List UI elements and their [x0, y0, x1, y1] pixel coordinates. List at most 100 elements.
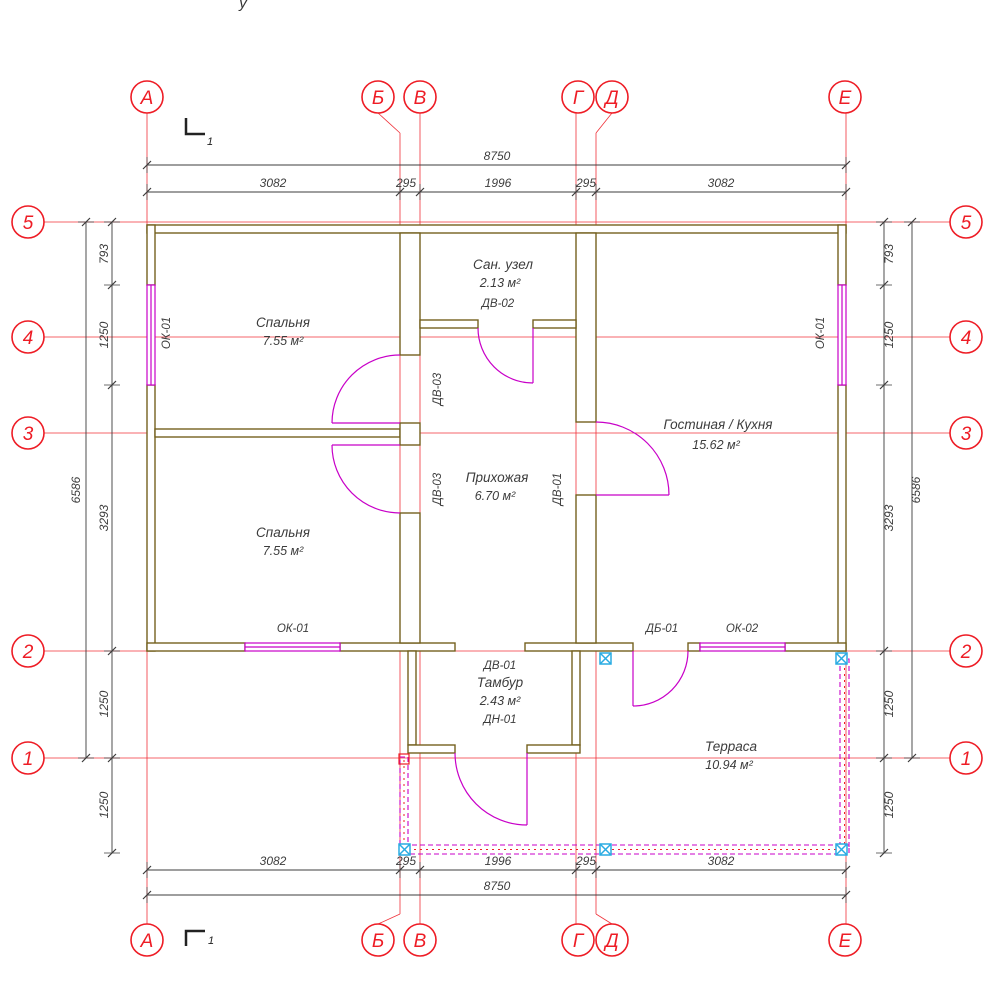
label-db01: ДБ-01	[644, 623, 678, 635]
room-hallway-name: Прихожая	[466, 470, 529, 485]
dim-width-seg-bottom: 295	[575, 854, 596, 868]
dimension-lines	[78, 157, 920, 903]
post-x	[835, 843, 848, 856]
windows	[146, 284, 847, 652]
dim-height-seg-left: 1250	[97, 791, 111, 818]
door-dv03-lower-swing	[331, 444, 401, 514]
wall-exterior-bottom	[339, 642, 456, 652]
axis-bubble-3-left	[11, 416, 45, 450]
axis-label: 4	[961, 328, 972, 349]
column-post	[599, 652, 612, 665]
wall-interior-hall-right	[575, 232, 597, 423]
door-db01-swing	[632, 650, 689, 707]
axis-bubble-1-right	[949, 741, 983, 775]
axis-bubble-d-bottom	[595, 923, 629, 957]
dim-height-seg-right: 793	[882, 244, 896, 264]
axis-label: Е	[839, 88, 852, 109]
grid-horizontal-lines	[44, 221, 950, 759]
room-bedroom-bottom-name: Спальня	[256, 525, 310, 540]
room-bedroom-top-area: 7.55 м²	[263, 334, 304, 348]
axis-label: 1	[961, 749, 972, 770]
label-ok01-bottom: ОК-01	[277, 623, 309, 635]
wall-exterior-right	[837, 224, 847, 286]
axis-label: 2	[960, 642, 972, 663]
room-bedroom-bottom-area: 7.55 м²	[263, 544, 304, 558]
wall-exterior-right	[837, 384, 847, 652]
dimension-labels: 8750 3082 295 1996 295 3082 3082 295 199…	[69, 149, 923, 893]
axis-label: Б	[372, 931, 384, 952]
axis-bubble-4-right	[949, 320, 983, 354]
cropped-title-fragment: у	[238, 0, 248, 12]
dim-overall-width-bottom: 8750	[484, 879, 511, 893]
wall-interior-hall-left	[399, 512, 421, 644]
wall-tambour-right	[571, 650, 581, 746]
dim-height-seg-right: 1250	[882, 791, 896, 818]
wall-tambour-bottom	[407, 744, 456, 754]
room-sanuzel-name: Сан. узел	[473, 257, 533, 272]
axis-bubble-e-top	[828, 80, 862, 114]
room-hallway-area: 6.70 м²	[475, 489, 516, 503]
dim-width-seg-bottom: 295	[395, 854, 416, 868]
wall-exterior-bottom	[146, 642, 246, 652]
dim-width-seg: 3082	[708, 176, 735, 190]
door-dn01-swing	[454, 752, 528, 826]
dim-width-seg-bottom: 1996	[485, 854, 512, 868]
axis-label: 3	[961, 424, 972, 445]
post-x	[599, 843, 612, 856]
room-living-name: Гостиная / Кухня	[664, 417, 773, 432]
label-dv01-wall: ДВ-01	[552, 473, 564, 507]
axis-bubble-e-bottom	[828, 923, 862, 957]
section-mark-top-label: 1	[207, 136, 213, 148]
axis-label: Д	[603, 931, 618, 952]
label-dv02: ДВ-02	[480, 298, 515, 310]
dim-height-seg-left: 1250	[97, 321, 111, 348]
axis-bubble-d-top	[595, 80, 629, 114]
axis-bubble-1-left	[11, 741, 45, 775]
axis-label: 5	[961, 213, 972, 234]
axis-label: 2	[22, 642, 34, 663]
axis-bubble-5-right	[949, 205, 983, 239]
grid-connector-lines	[377, 112, 613, 925]
axis-bubble-v-top	[403, 80, 437, 114]
dim-width-seg-bottom: 3082	[260, 854, 287, 868]
wall-exterior-left	[146, 224, 156, 286]
grid-vertical-lines	[146, 113, 847, 924]
terrace-boundary	[398, 658, 850, 855]
axis-bubble-2-right	[949, 634, 983, 668]
axis-label: В	[414, 88, 427, 109]
wall-sanuzel-bottom	[419, 319, 479, 329]
room-tambour-area: 2.43 м²	[479, 694, 521, 708]
wall-exterior-bottom	[524, 642, 634, 652]
dim-height-seg-right: 3293	[882, 504, 896, 531]
axis-bubble-a-bottom	[130, 923, 164, 957]
label-dv03-upper: ДВ-03	[432, 372, 444, 407]
dim-overall-width-top: 8750	[484, 149, 511, 163]
wall-interior-hall-left	[399, 232, 421, 356]
axis-label: Д	[603, 88, 618, 109]
label-dn01: ДН-01	[481, 714, 516, 726]
wall-sanuzel-bottom	[532, 319, 577, 329]
doors	[331, 327, 689, 826]
room-labels: Спальня 7.55 м² Сан. узел 2.13 м² Спальн…	[256, 257, 772, 772]
axis-bubble-2-left	[11, 634, 45, 668]
section-mark-bottom-symbol	[184, 929, 205, 946]
room-living-area: 15.62 м²	[692, 438, 740, 452]
dim-overall-height-right: 6586	[909, 476, 923, 503]
dim-width-seg: 1996	[485, 176, 512, 190]
porch-edge-left	[399, 756, 409, 846]
porch-post-red	[398, 753, 410, 765]
dim-height-seg-left: 1250	[97, 690, 111, 717]
axis-label: В	[414, 931, 427, 952]
room-sanuzel-area: 2.13 м²	[479, 276, 521, 290]
post-x	[835, 652, 848, 665]
axis-bubbles	[11, 80, 983, 957]
section-mark-top-symbol	[184, 118, 205, 136]
axis-label: Е	[839, 931, 852, 952]
label-dv01-tambour: ДВ-01	[482, 660, 516, 672]
axis-label: 5	[23, 213, 34, 234]
wall-tambour-bottom	[526, 744, 581, 754]
axis-label: 4	[23, 328, 34, 349]
axis-bubble-v-bottom	[403, 923, 437, 957]
